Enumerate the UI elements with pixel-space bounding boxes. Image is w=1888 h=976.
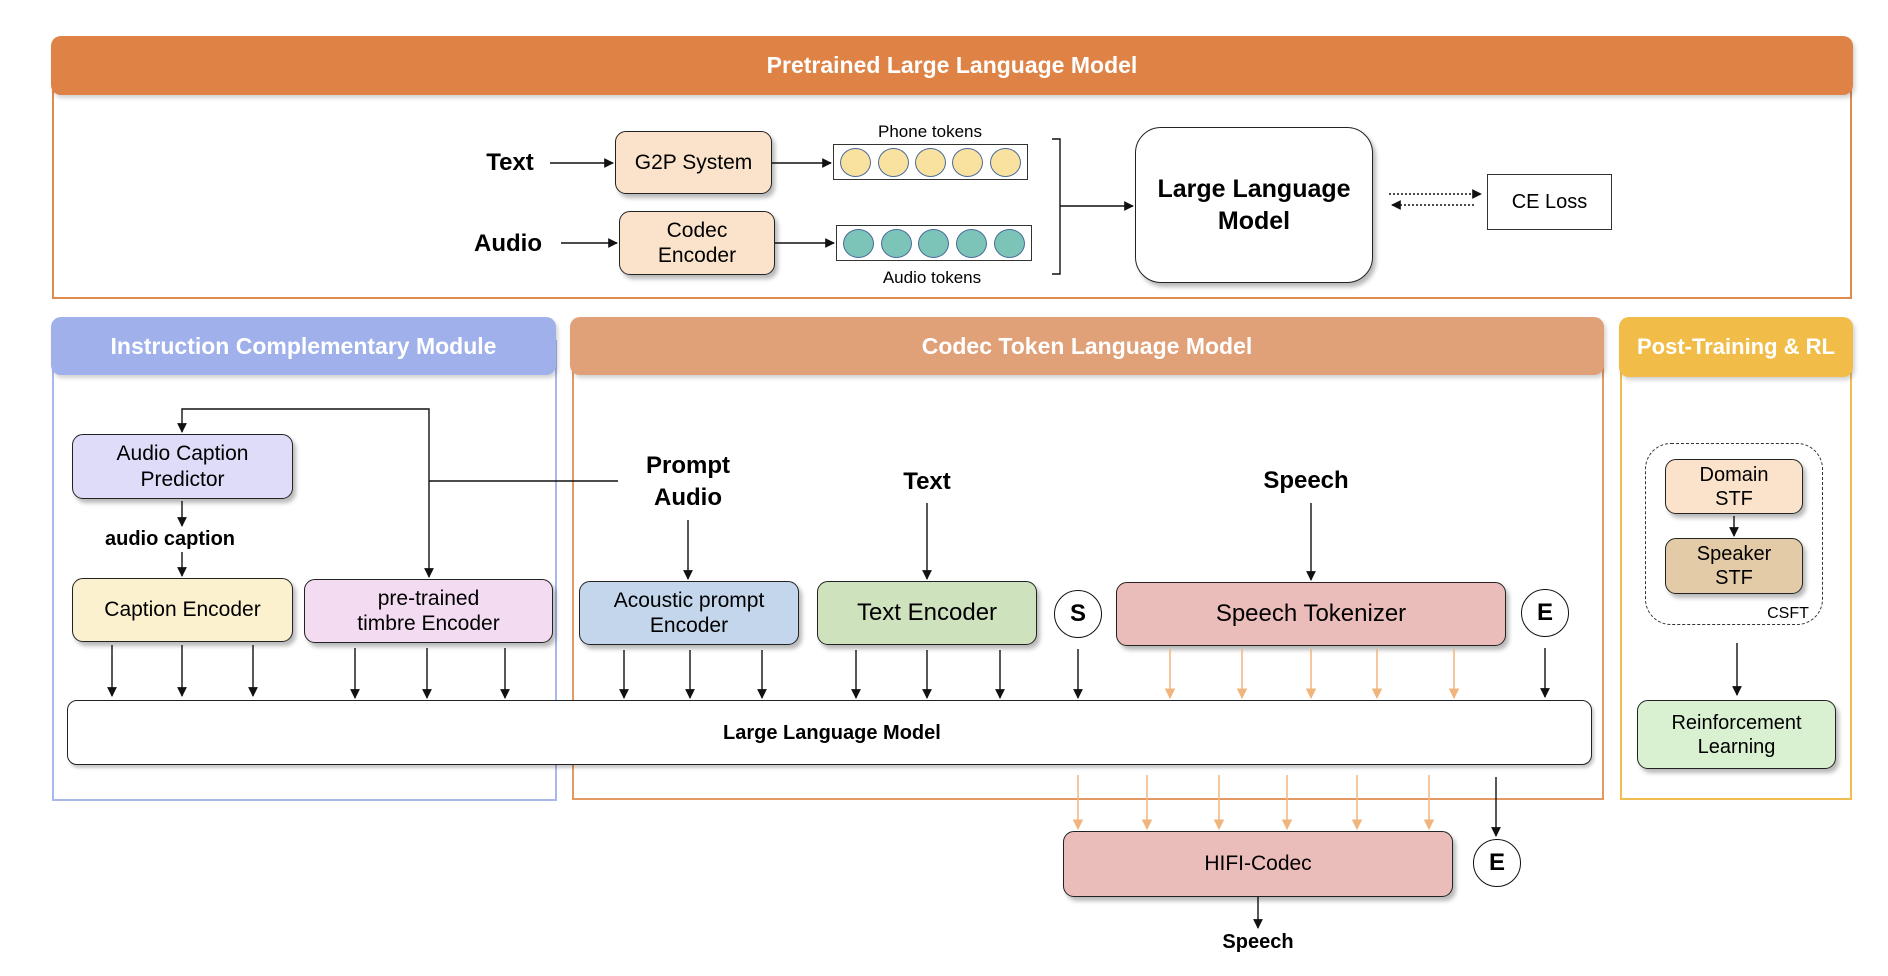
audio-token — [843, 228, 875, 258]
pretrained-llm-title: Pretrained Large Language Model — [766, 52, 1138, 78]
start-token-label: S — [1069, 600, 1086, 627]
end-token-output-circle: E — [1473, 839, 1521, 887]
text-input-label: Text — [486, 149, 534, 176]
caption-encoder-box: Caption Encoder — [72, 578, 293, 642]
prompt-audio-label-2: Audio — [654, 484, 722, 512]
csft-label: CSFT — [1767, 605, 1809, 622]
instruction-module-title: Instruction Complementary Module — [110, 332, 497, 359]
speaker-stf-label-2: STF — [1715, 567, 1753, 589]
instruction-module-header: Instruction Complementary Module — [51, 317, 556, 375]
audio-tokens-label: Audio tokens — [882, 268, 982, 287]
text-encoder-box: Text Encoder — [817, 581, 1037, 645]
start-token-circle: S — [1054, 590, 1102, 638]
audio-caption-label: audio caption — [105, 528, 235, 550]
rl-label-2: Learning — [1697, 735, 1776, 758]
phone-tokens-row — [833, 144, 1028, 180]
post-training-title: Post-Training & RL — [1637, 334, 1835, 359]
codec-encoder-box: Codec Encoder — [619, 211, 775, 275]
timbre-encoder-label-1: pre-trained — [377, 586, 480, 610]
post-training-header: Post-Training & RL — [1619, 317, 1853, 377]
speech-output-label: Speech — [1222, 931, 1294, 953]
acoustic-prompt-encoder-label-2: Encoder — [649, 614, 729, 637]
phone-token — [914, 147, 946, 177]
g2p-system-label: G2P System — [634, 150, 753, 174]
codec-encoder-label-1: Codec — [666, 218, 728, 242]
rl-label-1: Reinforcement — [1671, 711, 1802, 734]
phone-token — [989, 147, 1021, 177]
audio-token — [956, 228, 988, 258]
pretrained-llm-box: Large Language Model — [1135, 127, 1373, 283]
audio-caption-predictor-box: Audio Caption Predictor — [72, 434, 293, 499]
codec-text-label: Text — [903, 468, 951, 495]
reinforcement-learning-box: Reinforcement Learning — [1637, 700, 1836, 769]
speaker-stf-label-1: Speaker — [1696, 543, 1772, 565]
phone-token — [952, 147, 984, 177]
prompt-audio-label: Prompt Audio — [628, 450, 748, 515]
codec-speech-label: Speech — [1263, 467, 1349, 494]
domain-stf-label-1: Domain — [1699, 463, 1769, 486]
pretrained-llm-label-1: Large Language — [1157, 174, 1351, 203]
codec-llm-bar: Large Language Model — [67, 700, 1592, 765]
end-token-circle: E — [1521, 589, 1569, 637]
text-encoder-label: Text Encoder — [856, 598, 998, 626]
timbre-encoder-box: pre-trained timbre Encoder — [304, 579, 553, 643]
audio-caption-predictor-label-2: Predictor — [140, 467, 225, 491]
ce-loss-box: CE Loss — [1487, 174, 1612, 230]
audio-tokens-row — [836, 225, 1032, 261]
phone-token — [840, 147, 872, 177]
audio-caption-predictor-label-1: Audio Caption — [116, 442, 249, 466]
audio-token — [993, 228, 1025, 258]
speech-tokenizer-label: Speech Tokenizer — [1215, 599, 1407, 627]
end-token-label: E — [1536, 599, 1553, 626]
hifi-codec-label: HIFI-Codec — [1204, 852, 1312, 876]
codec-llm-label: Large Language Model — [723, 722, 941, 744]
pretrained-llm-label-2: Model — [1217, 207, 1291, 235]
audio-token — [918, 228, 950, 258]
audio-input-label: Audio — [474, 230, 542, 257]
timbre-encoder-label-2: timbre Encoder — [357, 612, 500, 635]
csft-group — [1645, 443, 1823, 625]
audio-token — [880, 228, 912, 258]
acoustic-prompt-encoder-box: Acoustic prompt Encoder — [579, 581, 799, 645]
pretrained-llm-header: Pretrained Large Language Model — [51, 36, 1853, 95]
phone-tokens-label: Phone tokens — [878, 122, 982, 141]
ce-loss-label: CE Loss — [1511, 190, 1588, 213]
g2p-system-box: G2P System — [615, 131, 772, 194]
domain-stf-label-2: STF — [1715, 487, 1753, 510]
speech-tokenizer-box: Speech Tokenizer — [1116, 582, 1506, 646]
phone-token — [877, 147, 909, 177]
caption-encoder-label: Caption Encoder — [104, 598, 261, 622]
codec-lm-header: Codec Token Language Model — [570, 317, 1604, 375]
hifi-codec-box: HIFI-Codec — [1063, 831, 1453, 897]
end-token-output-label: E — [1488, 849, 1505, 876]
codec-encoder-label-2: Encoder — [657, 244, 737, 267]
codec-lm-title: Codec Token Language Model — [921, 332, 1253, 359]
acoustic-prompt-encoder-label-1: Acoustic prompt — [613, 588, 765, 612]
prompt-audio-label-1: Prompt — [646, 452, 730, 479]
domain-stf-box: Domain STF — [1665, 459, 1803, 514]
speaker-stf-box: Speaker STF — [1665, 538, 1803, 594]
